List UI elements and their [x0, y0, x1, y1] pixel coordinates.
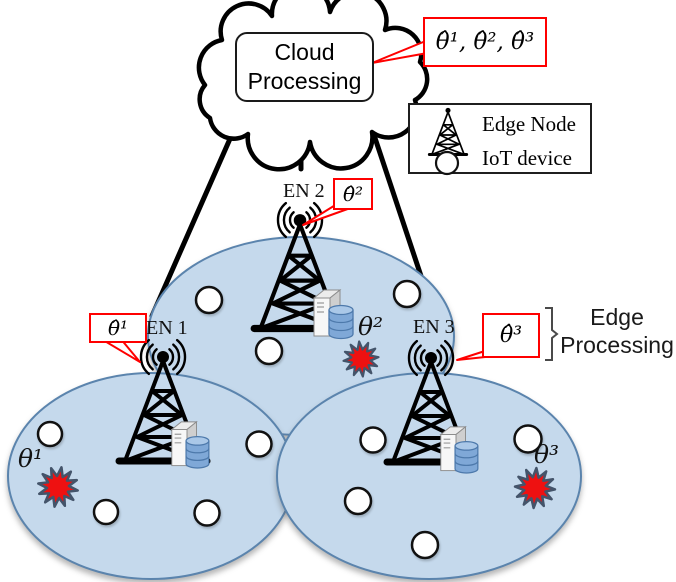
en1-callout: θ̂¹ [89, 313, 147, 343]
cloud-to-en1-link [149, 129, 236, 319]
cloud-callout-label: θ̂¹, θ̂², θ̂³ [435, 29, 535, 55]
en2-callout: θ̂² [333, 178, 373, 210]
en3-callout: θ̂³ [482, 313, 540, 358]
iot-device [410, 530, 440, 560]
cloud-callout: θ̂¹, θ̂², θ̂³ [423, 17, 547, 67]
event-label-3: θ³ [534, 440, 560, 469]
en3-callout-label: θ̂³ [499, 323, 523, 348]
iot-device [513, 424, 543, 454]
iot-device-circle-icon [434, 150, 460, 176]
legend-box: Edge Node IoT device [408, 103, 592, 176]
iot-device [194, 285, 224, 315]
en1-label: EN 1 [146, 317, 188, 339]
iot-device [392, 279, 422, 309]
iot-device [193, 499, 221, 527]
en1-callout-label: θ̂¹ [107, 316, 129, 340]
event-label-1: θ¹ [18, 444, 44, 473]
iot-device [359, 426, 387, 454]
legend-item-label: Edge Node [482, 112, 576, 136]
iot-device [254, 336, 284, 366]
en2-callout-label: θ̂² [342, 182, 364, 206]
iot-device [245, 430, 273, 458]
iot-device [92, 498, 120, 526]
event-label-2: θ² [358, 312, 384, 341]
legend-item-label: IoT device [482, 146, 572, 170]
iot-device [343, 486, 373, 516]
coverage-ellipse-right [276, 372, 582, 580]
iot-device [36, 420, 64, 448]
cloud-processing-label: Cloud Processing [247, 39, 362, 94]
edge-processing-bracket [545, 307, 559, 361]
edge-processing-label: Edge Processing [560, 304, 674, 359]
en3-label: EN 3 [413, 316, 455, 338]
cloud-processing-box: Cloud Processing [235, 32, 374, 102]
en2-label: EN 2 [283, 180, 325, 202]
